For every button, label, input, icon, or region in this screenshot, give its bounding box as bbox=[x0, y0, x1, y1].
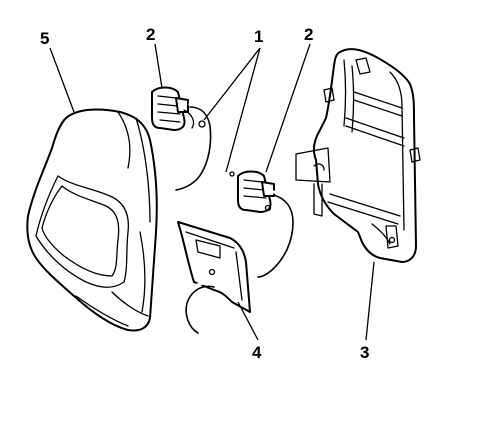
lumbar-support-panel bbox=[177, 221, 251, 313]
harness-upper-left bbox=[174, 102, 217, 196]
lumbar-harness bbox=[181, 281, 216, 338]
callout-1: 1 bbox=[254, 27, 263, 46]
callout-2-left: 2 bbox=[146, 25, 155, 44]
callout-5: 5 bbox=[40, 29, 49, 48]
switch-center bbox=[229, 170, 275, 213]
switch-upper-left bbox=[151, 86, 195, 131]
callout-labels: 5 2 1 2 4 3 bbox=[40, 25, 369, 362]
seatback-cushion bbox=[26, 108, 158, 332]
callout-3: 3 bbox=[360, 343, 369, 362]
leader-lines bbox=[49, 43, 375, 341]
harness-center bbox=[256, 190, 298, 282]
callout-2-right: 2 bbox=[304, 25, 313, 44]
callout-4: 4 bbox=[252, 343, 262, 362]
seatback-frame bbox=[295, 48, 421, 263]
